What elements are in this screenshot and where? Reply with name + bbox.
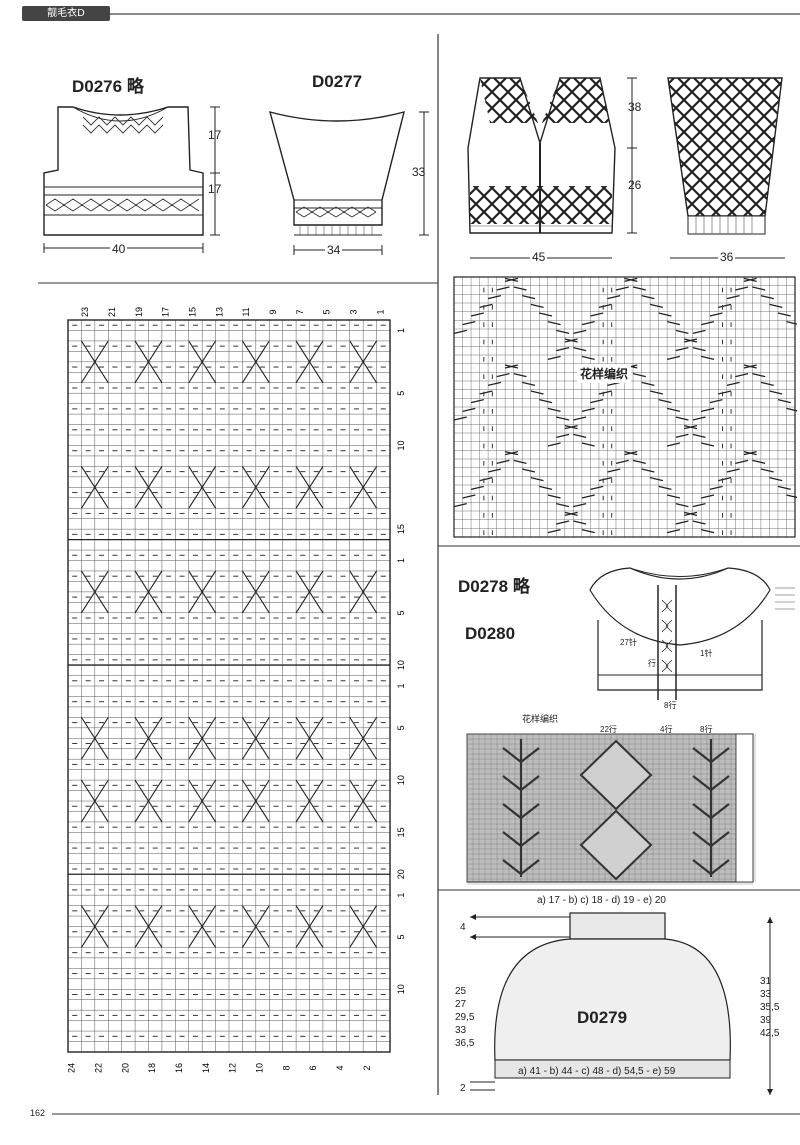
d0277-dim-width: 34 (325, 243, 343, 257)
d0280-chart-title: 花样编织 (522, 715, 559, 725)
d0276-dim-upper: 17 (208, 128, 222, 142)
row-label: 1 (396, 893, 406, 898)
top-number: 17 (161, 307, 171, 317)
d0279-left-value: 36,5 (455, 1038, 475, 1049)
bottom-number: 20 (120, 1063, 130, 1073)
d0280-label-stitches: 27针 (620, 638, 637, 647)
d0279-bottom-sizes: a) 41 - b) 44 - c) 48 - d) 54,5 - e) 59 (518, 1066, 676, 1077)
bottom-number: 2 (362, 1065, 372, 1070)
row-label: 15 (396, 827, 406, 837)
top-number: 5 (322, 309, 332, 314)
d0277-title: D0277 (312, 72, 363, 91)
d0280-label-rows: 8行 (664, 701, 677, 710)
d0279-title: D0279 (577, 1008, 628, 1027)
top-number: 15 (187, 307, 197, 317)
bottom-number: 4 (335, 1065, 345, 1070)
d0279-schematic (470, 912, 773, 1095)
d0279-left-value: 25 (455, 986, 467, 997)
vest-dim-upper: 38 (628, 100, 642, 114)
row-label: 10 (396, 660, 406, 670)
d0276-dim-lower: 17 (208, 182, 222, 196)
bottom-number: 14 (201, 1063, 211, 1073)
top-number: 1 (375, 309, 385, 314)
d0279-right-value: 31 (760, 976, 772, 987)
row-label: 10 (396, 775, 406, 785)
row-label: 1 (396, 328, 406, 333)
row-label: 10 (396, 984, 406, 994)
vest-schematic (467, 77, 637, 259)
bottom-number: 22 (94, 1063, 104, 1073)
top-number: 23 (80, 307, 90, 317)
bottom-number: 24 (67, 1063, 77, 1073)
d0279-neck-height: 4 (460, 922, 466, 933)
d0279-right-value: 33 (760, 989, 772, 1000)
d0280-chart-top-a: 22行 (600, 725, 617, 734)
top-number: 19 (134, 307, 144, 317)
d0277-dim-height: 33 (412, 165, 426, 179)
top-number: 13 (214, 307, 224, 317)
top-number: 21 (107, 307, 117, 317)
bottom-number: 10 (255, 1063, 265, 1073)
page-number: 162 (30, 1108, 46, 1118)
d0279-right-value: 42,5 (760, 1028, 780, 1039)
d0280-chart-top-b: 4行 (660, 725, 673, 734)
sleeve-schematic (667, 77, 785, 259)
vest-dim-lower: 26 (628, 178, 642, 192)
d0276-hem-motif (45, 198, 200, 212)
d0279-top-sizes: a) 17 - b) c) 18 - d) 19 - e) 20 (537, 895, 666, 906)
d0276-title: D0276 略 (72, 77, 144, 96)
d0279-left-value: 27 (455, 999, 467, 1010)
top-number: 9 (268, 309, 278, 314)
d0276-yoke-motif (82, 116, 164, 134)
row-label: 1 (396, 683, 406, 688)
d0279-left-value: 29,5 (455, 1012, 475, 1023)
top-number: 11 (241, 307, 251, 316)
row-label: 5 (396, 725, 406, 730)
pattern-chart (453, 276, 797, 538)
row-label: 5 (396, 391, 406, 396)
d0280-title: D0280 (465, 624, 516, 643)
d0279-right-values: 31 33 35,5 39 42,5 (760, 975, 779, 1040)
d0279-right-value: 39 (760, 1015, 772, 1026)
d0277-schematic (269, 111, 429, 255)
d0280-cable-chart (466, 733, 756, 885)
bottom-number: 16 (174, 1063, 184, 1073)
pattern-chart-title: 花样编织 (577, 364, 632, 383)
top-number: 3 (348, 309, 358, 314)
d0276-dim-width: 40 (110, 242, 128, 256)
d0279-rib-height: 2 (460, 1083, 466, 1094)
d0276-schematic (43, 106, 220, 253)
d0279-right-value: 35,5 (760, 1002, 780, 1013)
bottom-number: 12 (228, 1063, 238, 1073)
d0280-schematic (589, 567, 795, 700)
vest-dim-width: 45 (530, 250, 548, 264)
bottom-number: 8 (281, 1065, 291, 1070)
d0279-left-values: 25 27 29,5 33 36,5 (455, 985, 474, 1050)
d0277-cuff-motif (295, 206, 377, 218)
d0279-left-value: 33 (455, 1025, 467, 1036)
row-label: 15 (396, 524, 406, 534)
d0280-label-rows2: 行 (648, 659, 656, 668)
d0280-chart-top-c: 8行 (700, 725, 713, 734)
row-label: 20 (396, 869, 406, 879)
row-label: 1 (396, 558, 406, 563)
row-label: 5 (396, 934, 406, 939)
sleeve-dim-width: 36 (718, 250, 736, 264)
header-tab: 靓毛衣D (22, 6, 110, 21)
row-label: 10 (396, 440, 406, 450)
d0280-label-count: 1针 (700, 649, 713, 658)
top-number: 7 (295, 309, 305, 314)
row-label: 5 (396, 610, 406, 615)
bottom-number: 18 (147, 1063, 157, 1073)
bottom-number: 6 (308, 1065, 318, 1070)
d0278-title: D0278 略 (458, 577, 530, 596)
